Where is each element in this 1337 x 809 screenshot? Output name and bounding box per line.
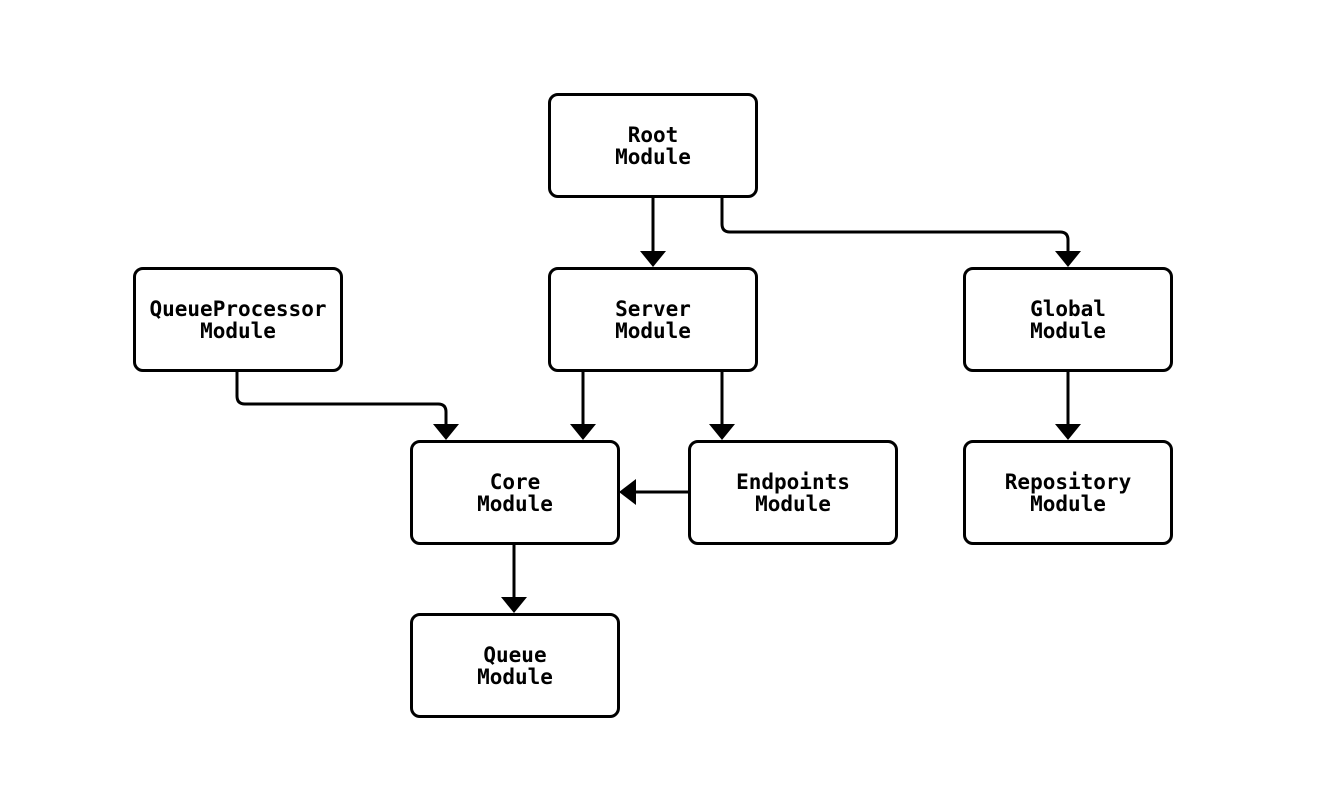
- node-repository-module: Repository Module: [963, 440, 1173, 545]
- node-root-module: Root Module: [548, 93, 758, 198]
- edge-server-to-endpoints: [709, 370, 735, 440]
- edge-root-to-server: [640, 196, 666, 267]
- edge-endpoints-to-core: [619, 479, 690, 505]
- edge-global-to-repository: [1055, 370, 1081, 440]
- edge-queueprocessor-to-core: [235, 370, 459, 440]
- node-server-module: Server Module: [548, 267, 758, 372]
- node-core-module: Core Module: [410, 440, 620, 545]
- node-global-module: Global Module: [963, 267, 1173, 372]
- edge-core-to-queue: [501, 543, 527, 613]
- edge-root-to-global: [720, 196, 1081, 267]
- node-queue-module: Queue Module: [410, 613, 620, 718]
- edge-server-to-core: [570, 370, 596, 440]
- node-queueprocessor-module: QueueProcessor Module: [133, 267, 343, 372]
- node-endpoints-module: Endpoints Module: [688, 440, 898, 545]
